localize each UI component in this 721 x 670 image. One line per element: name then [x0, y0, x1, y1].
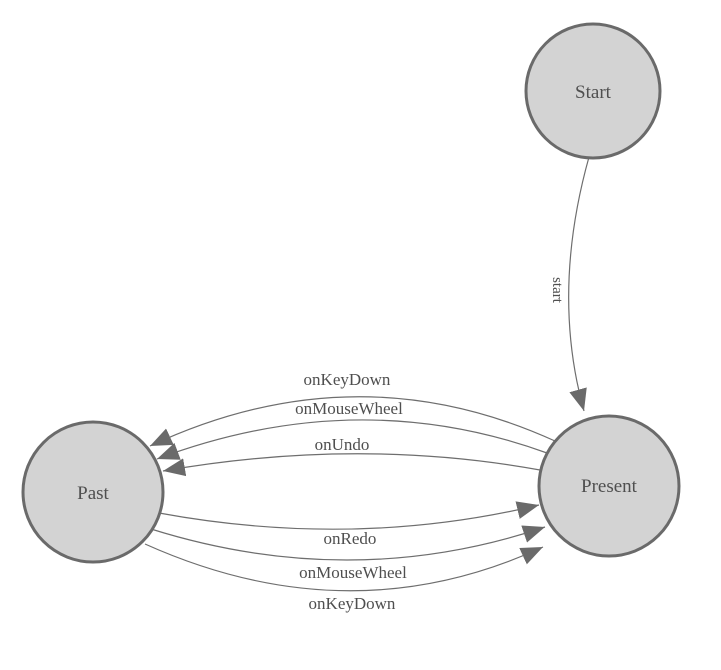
edge-label-onundo: onUndo [315, 435, 370, 454]
edge-past-to-present-redo [158, 501, 540, 530]
edge-label-onkeydown-bottom: onKeyDown [309, 594, 396, 613]
edge-start-to-present [568, 156, 590, 412]
edge-label-start: start [549, 277, 565, 304]
edge-label-onredo: onRedo [324, 529, 377, 548]
state-node-past[interactable] [21, 420, 165, 564]
edge-past-to-present-mousewheel [150, 525, 546, 561]
edge-label-onkeydown-top: onKeyDown [304, 370, 391, 389]
edge-past-to-present-keydown [144, 543, 544, 592]
edge-present-to-past-mousewheel [156, 419, 548, 460]
node-label-past: Past [77, 483, 109, 504]
edge-present-to-past-keydown [149, 396, 556, 447]
node-label-start: Start [575, 82, 612, 103]
state-node-start[interactable] [524, 22, 662, 160]
node-label-present: Present [581, 476, 638, 497]
edge-label-onmousewheel-top: onMouseWheel [295, 399, 403, 418]
state-node-present[interactable] [537, 414, 681, 558]
edge-label-onmousewheel-bottom: onMouseWheel [299, 563, 407, 582]
edge-present-to-past-undo [162, 453, 541, 477]
